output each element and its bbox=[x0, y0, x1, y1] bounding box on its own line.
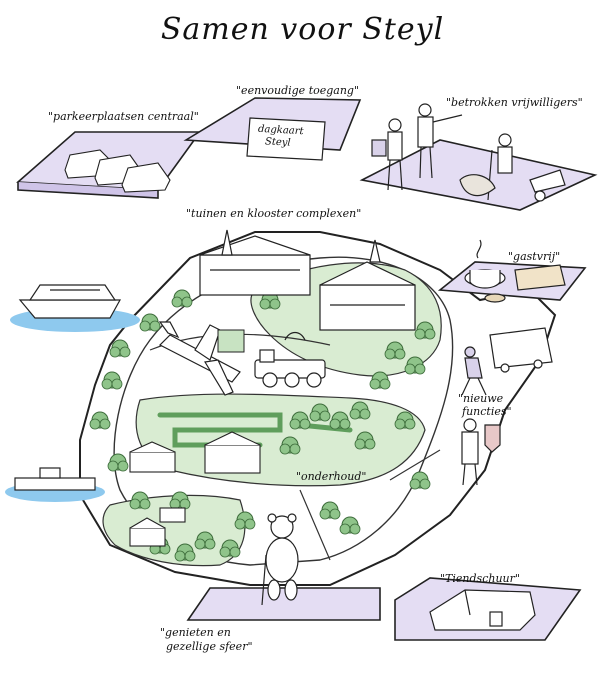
label-maintenance: "onderhoud" bbox=[296, 470, 367, 483]
boat-icon bbox=[10, 284, 140, 332]
label-access: "eenvoudige toegang" bbox=[236, 84, 360, 97]
label-tiendschuur: "Tiendschuur" bbox=[440, 572, 520, 585]
church-icon bbox=[319, 239, 416, 331]
label-new-functions-1: "nieuwe bbox=[458, 392, 504, 405]
ticket-icon bbox=[246, 117, 326, 161]
ferry-icon bbox=[5, 467, 105, 502]
sign-icon bbox=[217, 329, 245, 353]
label-enjoy-2: gezellige sfeer" bbox=[166, 640, 253, 653]
monastery-icon bbox=[199, 229, 311, 296]
label-new-functions-2: functies" bbox=[462, 405, 512, 418]
hikers-icon bbox=[371, 103, 463, 191]
label-gardens: "tuinen en klooster complexen" bbox=[186, 207, 362, 220]
barn-icon bbox=[429, 589, 536, 631]
road-cross bbox=[299, 449, 441, 561]
platform-teddy bbox=[186, 587, 381, 621]
ticket-label-line2: Steyl bbox=[264, 136, 291, 149]
label-volunteers: "betrokken vrijwilligers" bbox=[446, 96, 583, 109]
steam-engine-icon bbox=[254, 331, 326, 388]
garden-middle bbox=[135, 393, 426, 487]
page-title: Samen voor Steyl bbox=[160, 12, 445, 47]
label-enjoy-1: "genieten en bbox=[160, 626, 231, 639]
gardeners-icon bbox=[459, 133, 566, 202]
row-houses-icon bbox=[129, 431, 261, 547]
cars-icon bbox=[64, 149, 171, 193]
label-hospitable: "gastvrij" bbox=[508, 250, 561, 263]
teddy-bear-icon bbox=[261, 513, 299, 606]
walker-icon bbox=[461, 346, 487, 396]
coffee-cake-icon bbox=[464, 239, 566, 303]
label-parking: "parkeerplaatsen centraal" bbox=[48, 110, 199, 123]
airplane-icon bbox=[158, 321, 241, 396]
road-ring bbox=[113, 256, 454, 566]
bus-icon bbox=[489, 327, 553, 373]
knight-icon bbox=[461, 418, 501, 486]
